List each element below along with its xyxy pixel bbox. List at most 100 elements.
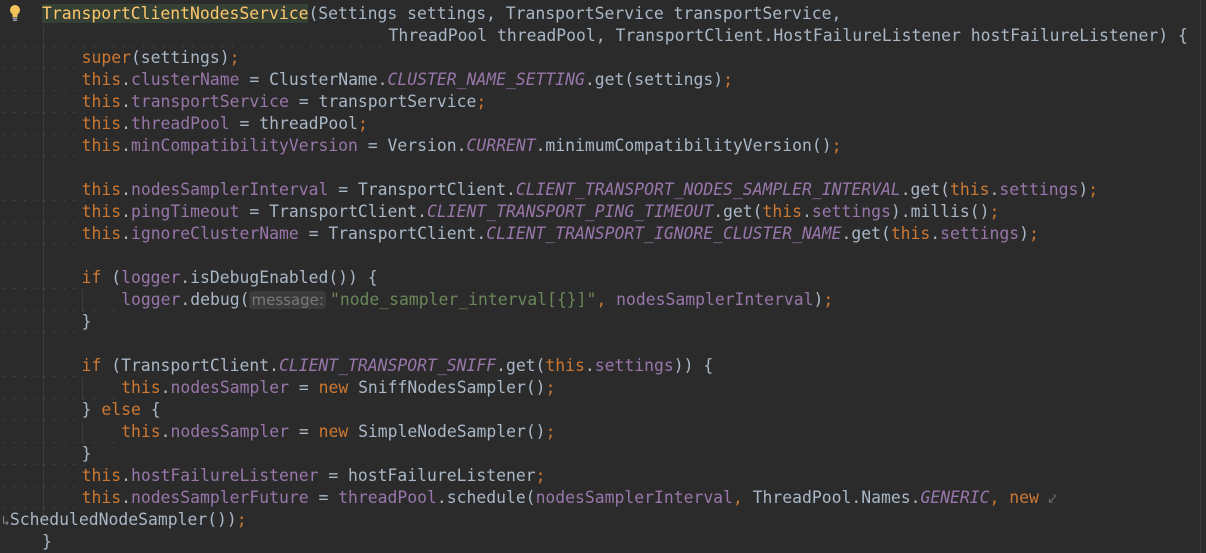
field-token: clusterName xyxy=(130,70,240,89)
keyword-token: this xyxy=(81,70,122,89)
code-token: ThreadPool threadPool, TransportClient.H… xyxy=(388,26,1188,45)
field-token: settings xyxy=(594,356,674,375)
keyword-token: ; xyxy=(236,510,247,529)
method-name: TransportClientNodesService xyxy=(42,4,309,23)
static-field-token: CLIENT_TRANSPORT_SNIFF xyxy=(278,356,497,375)
code-token: . xyxy=(121,202,131,221)
field-token: threadPool xyxy=(130,114,230,133)
code-token: = xyxy=(288,422,319,441)
code-token: . xyxy=(121,92,131,111)
code-line[interactable]: ↳ScheduledNodeSampler()); xyxy=(2,509,247,531)
keyword-token: if xyxy=(81,268,112,287)
keyword-token: ; xyxy=(545,422,556,441)
soft-wrap-icon: ⤦ xyxy=(1048,492,1057,507)
code-line[interactable]: this.pingTimeout = TransportClient.CLIEN… xyxy=(82,201,1000,223)
code-token: = xyxy=(308,488,339,507)
keyword-token: ; xyxy=(1088,180,1099,199)
code-line[interactable]: logger.debug(message:"node_sampler_inter… xyxy=(121,289,833,311)
code-line[interactable]: this.minCompatibilityVersion = Version.C… xyxy=(82,135,842,157)
code-token: . xyxy=(584,356,595,375)
code-line[interactable]: this.transportService = transportService… xyxy=(82,91,487,113)
keyword-token: ; xyxy=(1029,224,1039,243)
field-token: settings xyxy=(811,202,891,221)
code-line[interactable]: super(settings); xyxy=(82,47,240,69)
keyword-token: ; xyxy=(229,48,240,67)
code-token: = transportService xyxy=(288,92,477,111)
code-line[interactable]: this.clusterName = ClusterName.CLUSTER_N… xyxy=(82,69,733,91)
code-token: = hostFailureListener xyxy=(318,466,536,485)
code-line[interactable]: } xyxy=(42,531,52,553)
code-token: )) { xyxy=(673,356,714,375)
code-line[interactable]: } else { xyxy=(82,399,161,421)
code-token: . xyxy=(802,202,812,221)
whitespace-dots xyxy=(0,223,78,245)
whitespace-dots xyxy=(0,465,78,487)
field-token: settings xyxy=(999,180,1079,199)
code-token: . xyxy=(930,224,941,243)
code-token: (Settings settings, TransportService tra… xyxy=(308,4,842,23)
code-line[interactable]: this.nodesSamplerInterval = TransportCli… xyxy=(82,179,1099,201)
code-line[interactable]: } xyxy=(82,311,92,333)
code-token: { xyxy=(150,400,161,419)
parameter-hint: message: xyxy=(249,291,326,309)
code-token: . xyxy=(121,70,131,89)
code-token: .get( xyxy=(496,356,546,375)
code-line[interactable]: this.threadPool = threadPool; xyxy=(82,113,368,135)
static-field-token: CLIENT_TRANSPORT_IGNORE_CLUSTER_NAME xyxy=(486,224,842,243)
code-token: .get( xyxy=(841,224,891,243)
keyword-token: super xyxy=(81,48,131,67)
field-token: nodesSamplerInterval xyxy=(535,488,733,507)
code-line[interactable]: this.nodesSampler = new SniffNodesSample… xyxy=(121,377,555,399)
keyword-token: ; xyxy=(476,92,487,111)
code-token: } xyxy=(81,444,92,463)
right-margin-guide xyxy=(1200,0,1201,553)
whitespace-dots xyxy=(0,289,118,311)
keyword-token: this xyxy=(81,136,122,155)
keyword-token: ; xyxy=(723,70,733,89)
keyword-token: , xyxy=(596,290,617,309)
code-line[interactable]: this.hostFailureListener = hostFailureLi… xyxy=(82,465,546,487)
code-line[interactable]: if (TransportClient.CLIENT_TRANSPORT_SNI… xyxy=(82,355,714,377)
soft-wrap-icon: ↳ xyxy=(2,514,10,529)
keyword-token: this xyxy=(81,92,122,111)
code-token: ScheduledNodeSampler()) xyxy=(9,510,237,529)
code-token: . xyxy=(121,466,131,485)
keyword-token: ; xyxy=(831,136,842,155)
code-token: . xyxy=(121,114,131,133)
whitespace-dots xyxy=(0,443,78,465)
whitespace-dots xyxy=(0,311,78,333)
code-token: . xyxy=(121,180,131,199)
code-token: ) xyxy=(813,290,824,309)
code-token: SimpleNodeSampler() xyxy=(358,422,546,441)
keyword-token: ; xyxy=(823,290,834,309)
code-token: = threadPool xyxy=(229,114,358,133)
keyword-token: this xyxy=(121,422,161,441)
code-line[interactable]: if (logger.isDebugEnabled()) { xyxy=(82,267,378,289)
whitespace-dots xyxy=(0,91,78,113)
field-token: ignoreClusterName xyxy=(130,224,299,243)
code-line[interactable]: this.nodesSampler = new SimpleNodeSample… xyxy=(121,421,555,443)
code-line[interactable]: this.nodesSamplerFuture = threadPool.sch… xyxy=(82,487,1056,509)
code-token: . xyxy=(989,180,1000,199)
field-token: nodesSamplerFuture xyxy=(130,488,309,507)
keyword-token: this xyxy=(81,114,122,133)
whitespace-dots xyxy=(0,267,78,289)
keyword-token: this xyxy=(81,466,122,485)
code-line[interactable]: this.ignoreClusterName = TransportClient… xyxy=(82,223,1039,245)
code-line[interactable]: TransportClientNodesService(Settings set… xyxy=(42,3,841,25)
keyword-token: this xyxy=(81,224,122,243)
whitespace-dots xyxy=(0,113,78,135)
static-field-token: CLUSTER_NAME_SETTING xyxy=(387,70,585,89)
code-token: . xyxy=(121,224,131,243)
keyword-token: this xyxy=(121,378,161,397)
code-token: . xyxy=(121,136,131,155)
code-token: = TransportClient. xyxy=(239,202,428,221)
keyword-token: ; xyxy=(989,202,1000,221)
code-line[interactable]: ThreadPool threadPool, TransportClient.H… xyxy=(389,25,1188,47)
field-token: hostFailureListener xyxy=(130,466,319,485)
lightbulb-icon[interactable] xyxy=(8,4,22,22)
keyword-token: ; xyxy=(535,466,546,485)
keyword-token: this xyxy=(762,202,803,221)
code-line[interactable]: } xyxy=(82,443,92,465)
